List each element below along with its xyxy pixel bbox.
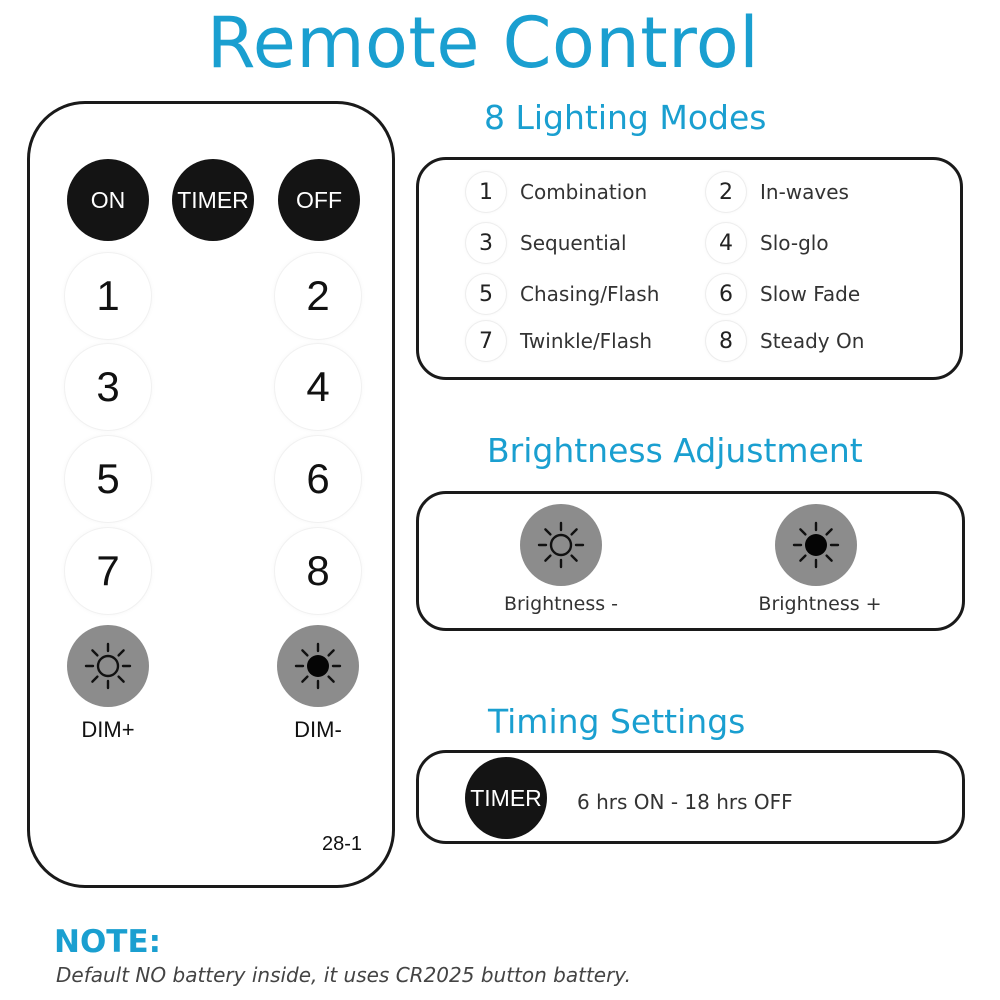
sun-outline-icon [537,521,585,569]
mode-number-badge: 5 [466,274,506,314]
mode-label: Sequential [520,231,627,255]
note-title: NOTE: [54,924,162,960]
page-title: Remote Control [206,2,760,84]
mode-item-8: 8 Steady On [706,321,864,361]
mode-7-button[interactable]: 7 [65,528,151,614]
dim-minus-button[interactable] [277,625,359,707]
brightness-minus-button[interactable] [520,504,602,586]
mode-item-2: 2 In-waves [706,172,849,212]
dim-plus-button[interactable] [67,625,149,707]
brightness-plus-label: Brightness + [758,593,882,615]
sun-filled-icon [294,642,342,690]
mode-number-badge: 6 [706,274,746,314]
mode-item-1: 1 Combination [466,172,647,212]
mode-8-button[interactable]: 8 [275,528,361,614]
mode-item-7: 7 Twinkle/Flash [466,321,652,361]
brightness-minus-label: Brightness - [503,593,619,615]
mode-item-3: 3 Sequential [466,223,627,263]
mode-label: In-waves [760,180,849,204]
mode-label: Twinkle/Flash [520,329,653,353]
mode-label: Slow Fade [760,282,861,306]
remote-control: ON TIMER OFF 1 2 3 4 5 6 7 8 D [27,101,395,888]
mode-number-badge: 7 [466,321,506,361]
mode-label: Combination [520,180,648,204]
mode-item-4: 4 Slo-glo [706,223,829,263]
mode-5-button[interactable]: 5 [65,436,151,522]
brightness-plus-button[interactable] [775,504,857,586]
sun-filled-icon [792,521,840,569]
brightness-title: Brightness Adjustment [487,431,863,470]
dim-plus-label: DIM+ [81,717,135,742]
mode-label: Steady On [760,329,865,353]
timing-title: Timing Settings [488,702,746,741]
model-number: 28-1 [322,833,363,855]
timer-description: 6 hrs ON - 18 hrs OFF [577,790,793,814]
timer-button-large[interactable]: TIMER [465,757,547,839]
mode-number-badge: 8 [706,321,746,361]
lighting-modes-panel: 1 Combination 2 In-waves 3 Sequential 4 … [416,157,963,380]
mode-1-button[interactable]: 1 [65,253,151,339]
mode-number-badge: 4 [706,223,746,263]
lighting-modes-title: 8 Lighting Modes [484,98,767,137]
timer-button[interactable]: TIMER [172,159,254,241]
brightness-panel: Brightness - Brightness + [416,491,965,631]
on-button[interactable]: ON [67,159,149,241]
mode-3-button[interactable]: 3 [65,344,151,430]
mode-item-6: 6 Slow Fade [706,274,860,314]
mode-4-button[interactable]: 4 [275,344,361,430]
note-text: Default NO battery inside, it uses CR202… [56,963,631,987]
mode-number-badge: 3 [466,223,506,263]
mode-label: Slo-glo [760,231,829,255]
mode-number-badge: 2 [706,172,746,212]
off-button[interactable]: OFF [278,159,360,241]
mode-item-5: 5 Chasing/Flash [466,274,659,314]
dim-minus-label: DIM- [294,717,342,742]
sun-outline-icon [84,642,132,690]
mode-label: Chasing/Flash [520,282,660,306]
mode-2-button[interactable]: 2 [275,253,361,339]
mode-number-badge: 1 [466,172,506,212]
mode-6-button[interactable]: 6 [275,436,361,522]
